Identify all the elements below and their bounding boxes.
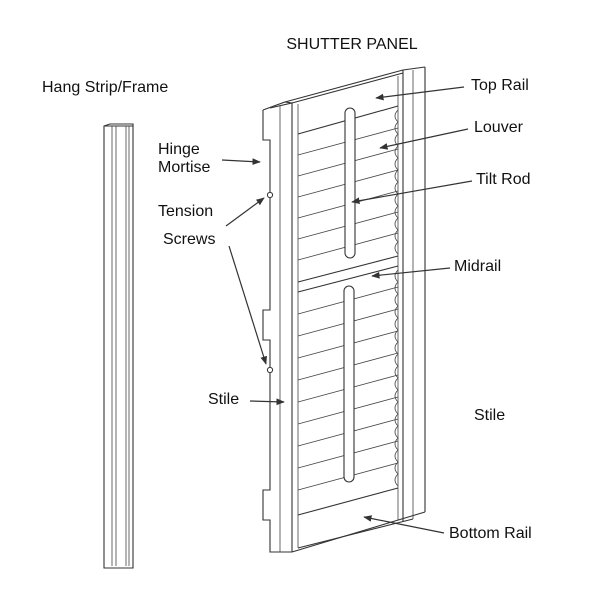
stile-left-arrow — [249, 398, 285, 406]
label-hang-strip-frame: Hang Strip/Frame — [42, 79, 168, 96]
label-louver: Louver — [474, 119, 524, 136]
hang-strip-frame — [103, 123, 134, 569]
label-tension-screws-line2: Screws — [163, 231, 215, 248]
louver-arrow — [379, 128, 469, 150]
label-hinge-mortise-line1: Hinge — [158, 141, 200, 158]
label-midrail: Midrail — [454, 258, 501, 275]
tension-screw-upper — [266, 191, 274, 199]
upper-tilt-rod — [344, 107, 356, 259]
label-stile-right: Stile — [474, 407, 505, 424]
tension-screws-arrow-lower — [228, 245, 267, 365]
label-bottom-rail: Bottom Rail — [449, 525, 532, 542]
lower-tilt-rod — [343, 285, 355, 483]
label-tension-screws-line1: Tension — [158, 203, 213, 220]
bottom-rail-arrow — [363, 515, 445, 534]
top-rail-arrow — [375, 86, 465, 101]
label-top-rail: Top Rail — [471, 77, 529, 94]
label-stile-left: Stile — [208, 391, 239, 408]
midrail-arrow — [371, 267, 451, 279]
tension-screw-lower — [266, 366, 274, 374]
tension-screws-arrow-upper — [225, 197, 265, 227]
label-tilt-rod: Tilt Rod — [476, 171, 531, 188]
hinge-mortise-arrow — [221, 158, 261, 165]
label-hinge-mortise-line2: Mortise — [158, 159, 211, 176]
tilt-rod-arrow — [351, 180, 473, 205]
diagram-title: SHUTTER PANEL — [286, 36, 417, 53]
shutter-panel — [262, 66, 426, 553]
